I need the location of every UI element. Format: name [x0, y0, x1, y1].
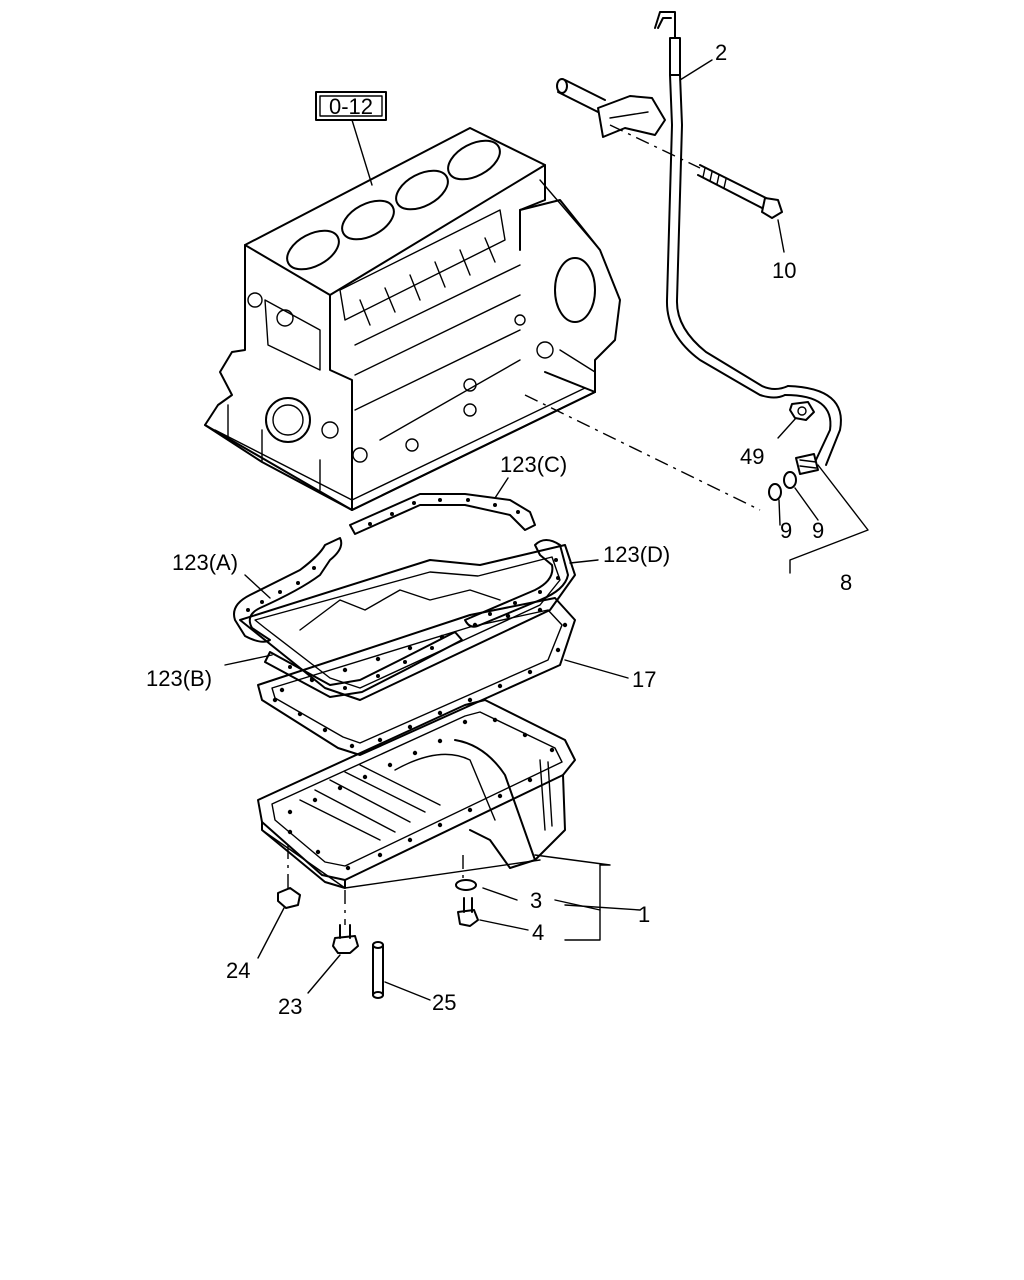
- reference-box-label: 0-12: [329, 94, 373, 119]
- gasket-123: [233, 493, 569, 698]
- callout-25: 25: [432, 990, 456, 1015]
- gasket-17: [257, 597, 576, 756]
- callout-17: 17: [632, 667, 656, 692]
- callout-49: 49: [740, 444, 764, 469]
- callout-24: 24: [226, 958, 250, 983]
- callout-9-right: 9: [812, 518, 824, 543]
- callout-8: 8: [840, 570, 852, 595]
- engine-block: [204, 127, 621, 511]
- callout-123d: 123(D): [603, 542, 670, 567]
- oil-pan: [257, 699, 576, 889]
- gasket-frame: [239, 544, 576, 701]
- callout-23: 23: [278, 994, 302, 1019]
- callout-123b: 123(B): [146, 666, 212, 691]
- fasteners: [277, 845, 479, 999]
- callout-9-left: 9: [780, 518, 792, 543]
- leader-lines: [224, 59, 869, 1001]
- callout-labels: 2 10 49 9 9 8 123(C) 123(A) 123(D) 123(B…: [146, 40, 852, 1019]
- callout-123c: 123(C): [500, 452, 567, 477]
- callout-123a: 123(A): [172, 550, 238, 575]
- reference-box: 0-12: [315, 91, 387, 186]
- callout-2: 2: [715, 40, 727, 65]
- callout-4: 4: [532, 920, 544, 945]
- dipstick-assembly: [524, 11, 842, 511]
- callout-10: 10: [772, 258, 796, 283]
- callout-3: 3: [530, 888, 542, 913]
- callout-1: 1: [638, 902, 650, 927]
